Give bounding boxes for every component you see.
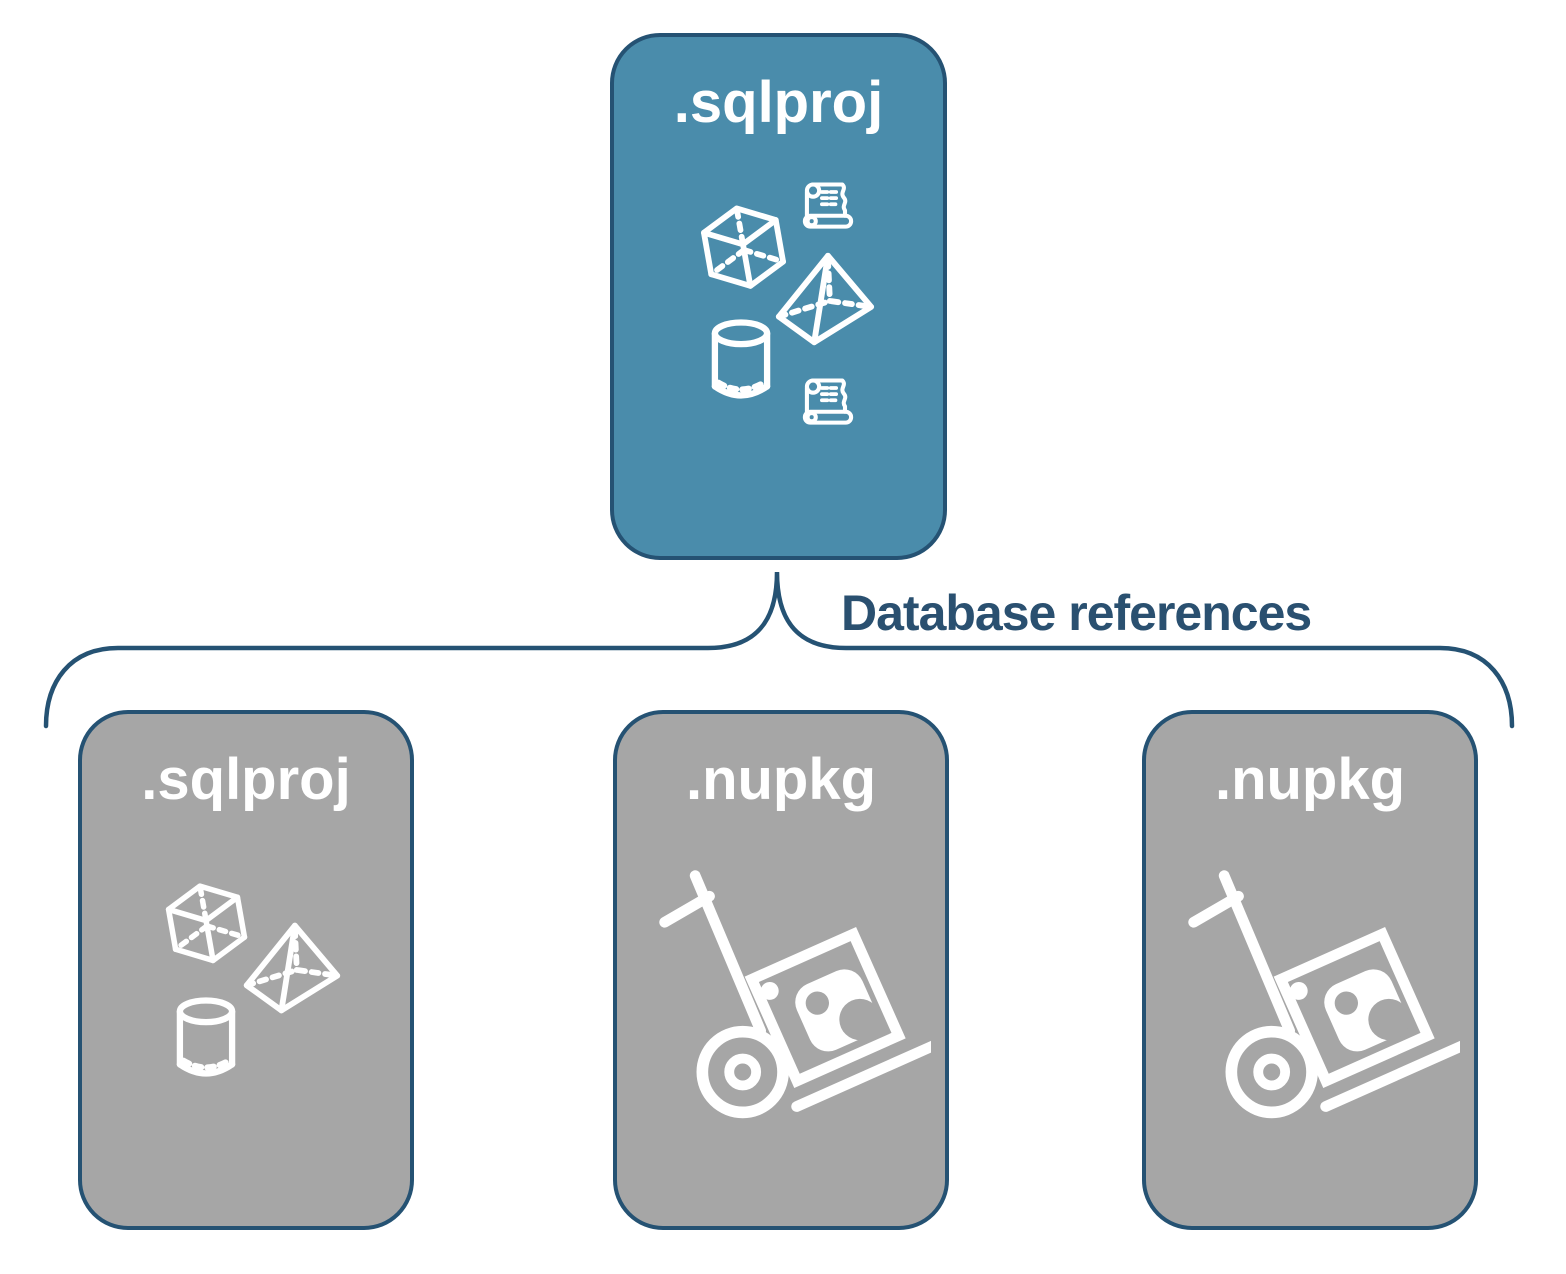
scroll-icon bbox=[794, 369, 862, 445]
node-nupkg-reference-1: .nupkg bbox=[613, 710, 949, 1230]
cylinder-icon bbox=[705, 318, 777, 408]
pyramid-icon bbox=[771, 249, 879, 349]
node-label: .sqlproj bbox=[673, 70, 884, 135]
node-label: .nupkg bbox=[685, 747, 877, 812]
cylinder-icon bbox=[170, 996, 242, 1086]
package-dolly-icon bbox=[1182, 864, 1460, 1133]
node-nupkg-reference-2: .nupkg bbox=[1142, 710, 1478, 1230]
pyramid-icon bbox=[239, 919, 345, 1017]
package-dolly-icon bbox=[653, 864, 931, 1133]
node-sqlproj-reference: .sqlproj bbox=[78, 710, 414, 1230]
edge-label: Database references bbox=[841, 585, 1312, 641]
node-label: .nupkg bbox=[1214, 747, 1406, 812]
scroll-icon bbox=[794, 173, 862, 249]
node-sqlproj-root: .sqlproj bbox=[610, 33, 947, 560]
node-label: .sqlproj bbox=[141, 747, 351, 812]
